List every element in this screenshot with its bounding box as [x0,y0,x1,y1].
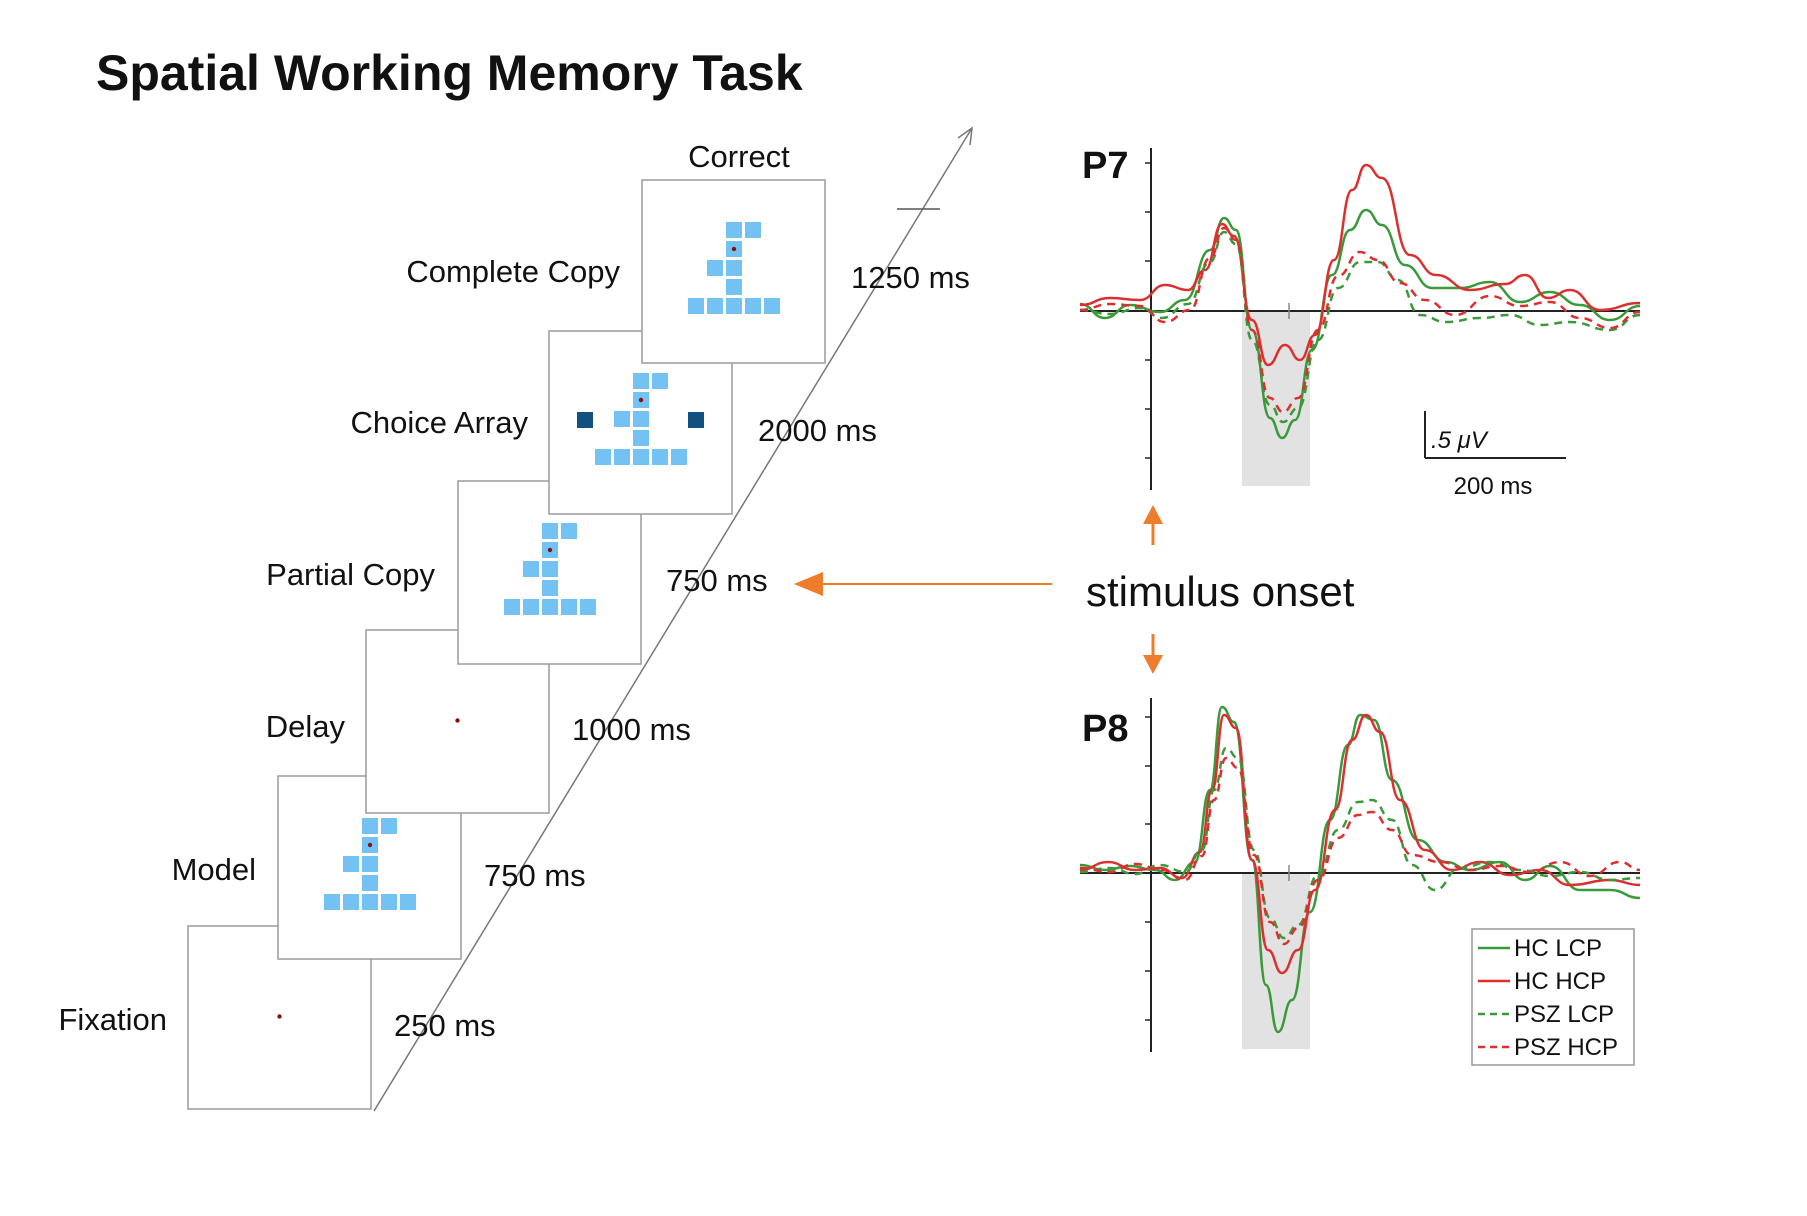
fixation-dot [638,397,644,403]
legend-label-psz-lcp: PSZ LCP [1514,1001,1614,1028]
figure-title: Spatial Working Memory Task [96,45,803,101]
memory-square [381,818,397,834]
p7-trace-psz-lcp [1079,230,1641,424]
stage-duration-partial-copy: 750 ms [666,563,768,598]
memory-square [362,894,378,910]
memory-square [580,599,596,615]
fixation-dot [455,718,460,723]
p8-y-ticks [1145,716,1151,1021]
task-screens [187,179,826,1110]
memory-square [764,298,780,314]
memory-square [726,298,742,314]
stage-duration-fixation: 250 ms [394,1008,496,1043]
p7-trace-hc-hcp [1079,163,1641,367]
stage-label-choice-array: Choice Array [351,405,529,440]
memory-square [381,894,397,910]
stage-duration-choice-array: 2000 ms [758,413,877,448]
memory-square [726,279,742,295]
time-axis [373,127,973,1112]
memory-square [324,894,340,910]
memory-square [652,373,668,389]
memory-square [745,298,761,314]
stage-label-complete-copy: Complete Copy [406,254,620,289]
onset-arrow-up-head [1143,505,1163,524]
stage-duration-delay: 1000 ms [572,712,691,747]
memory-square [614,411,630,427]
memory-square [523,561,539,577]
memory-square [707,298,723,314]
memory-square [400,894,416,910]
memory-square [362,818,378,834]
stage-duration-complete-copy: 1250 ms [851,260,970,295]
p7-y-ticks [1145,162,1151,459]
memory-square [633,449,649,465]
choice-square-left [577,412,593,428]
memory-square [726,260,742,276]
stage-label-fixation: Fixation [58,1002,167,1037]
memory-square [542,523,558,539]
p7-traces [1079,163,1641,440]
erp-panel-p7: P7 .5 μV 200 ms [1079,145,1641,500]
memory-square [561,523,577,539]
memory-square [362,856,378,872]
memory-square [633,430,649,446]
stage-label-model: Model [172,852,256,887]
memory-square [633,411,649,427]
electrode-label-p7: P7 [1082,145,1128,187]
memory-square [523,599,539,615]
legend-label-hc-hcp: HC HCP [1514,968,1606,995]
p8-traces [1079,705,1641,1034]
electrode-label-p8: P8 [1082,708,1128,750]
legend: HC LCP HC HCP PSZ LCP PSZ HCP [1471,928,1635,1066]
memory-square [652,449,668,465]
memory-square [542,599,558,615]
memory-square [504,599,520,615]
onset-arrow-left-head [794,572,823,596]
memory-square [362,875,378,891]
fixation-dot [367,842,373,848]
memory-square [343,894,359,910]
memory-square [561,599,577,615]
erp-panel-p8: P8 [1079,698,1641,1052]
stage-label-partial-copy: Partial Copy [266,557,435,592]
stage-duration-model: 750 ms [484,858,586,893]
memory-square [726,222,742,238]
correct-label: Correct [688,139,790,174]
fixation-dot [731,246,737,252]
legend-label-psz-hcp: PSZ HCP [1514,1034,1618,1061]
time-axis-arrowhead [957,126,973,146]
fixation-dot [547,547,553,553]
legend-label-hc-lcp: HC LCP [1514,935,1602,962]
onset-arrow-down-head [1143,655,1163,674]
screen-complete-copy [641,179,826,364]
p8-trace-psz-hcp [1079,756,1641,946]
memory-square [542,561,558,577]
fixation-dot [277,1014,282,1019]
stage-label-delay: Delay [266,709,346,744]
memory-square [671,449,687,465]
p7-trace-psz-hcp [1079,226,1641,414]
memory-square [614,449,630,465]
scale-bar-voltage: .5 μV [1431,427,1489,454]
memory-square [707,260,723,276]
memory-square [595,449,611,465]
memory-square [688,298,704,314]
memory-square [343,856,359,872]
stimulus-onset-label: stimulus onset [1086,568,1355,615]
memory-square [633,373,649,389]
legend-box [1471,928,1635,1066]
choice-square-right [688,412,704,428]
scale-bar-time: 200 ms [1454,473,1533,500]
memory-square [542,580,558,596]
memory-square [745,222,761,238]
p8-trace-psz-lcp [1079,746,1641,940]
